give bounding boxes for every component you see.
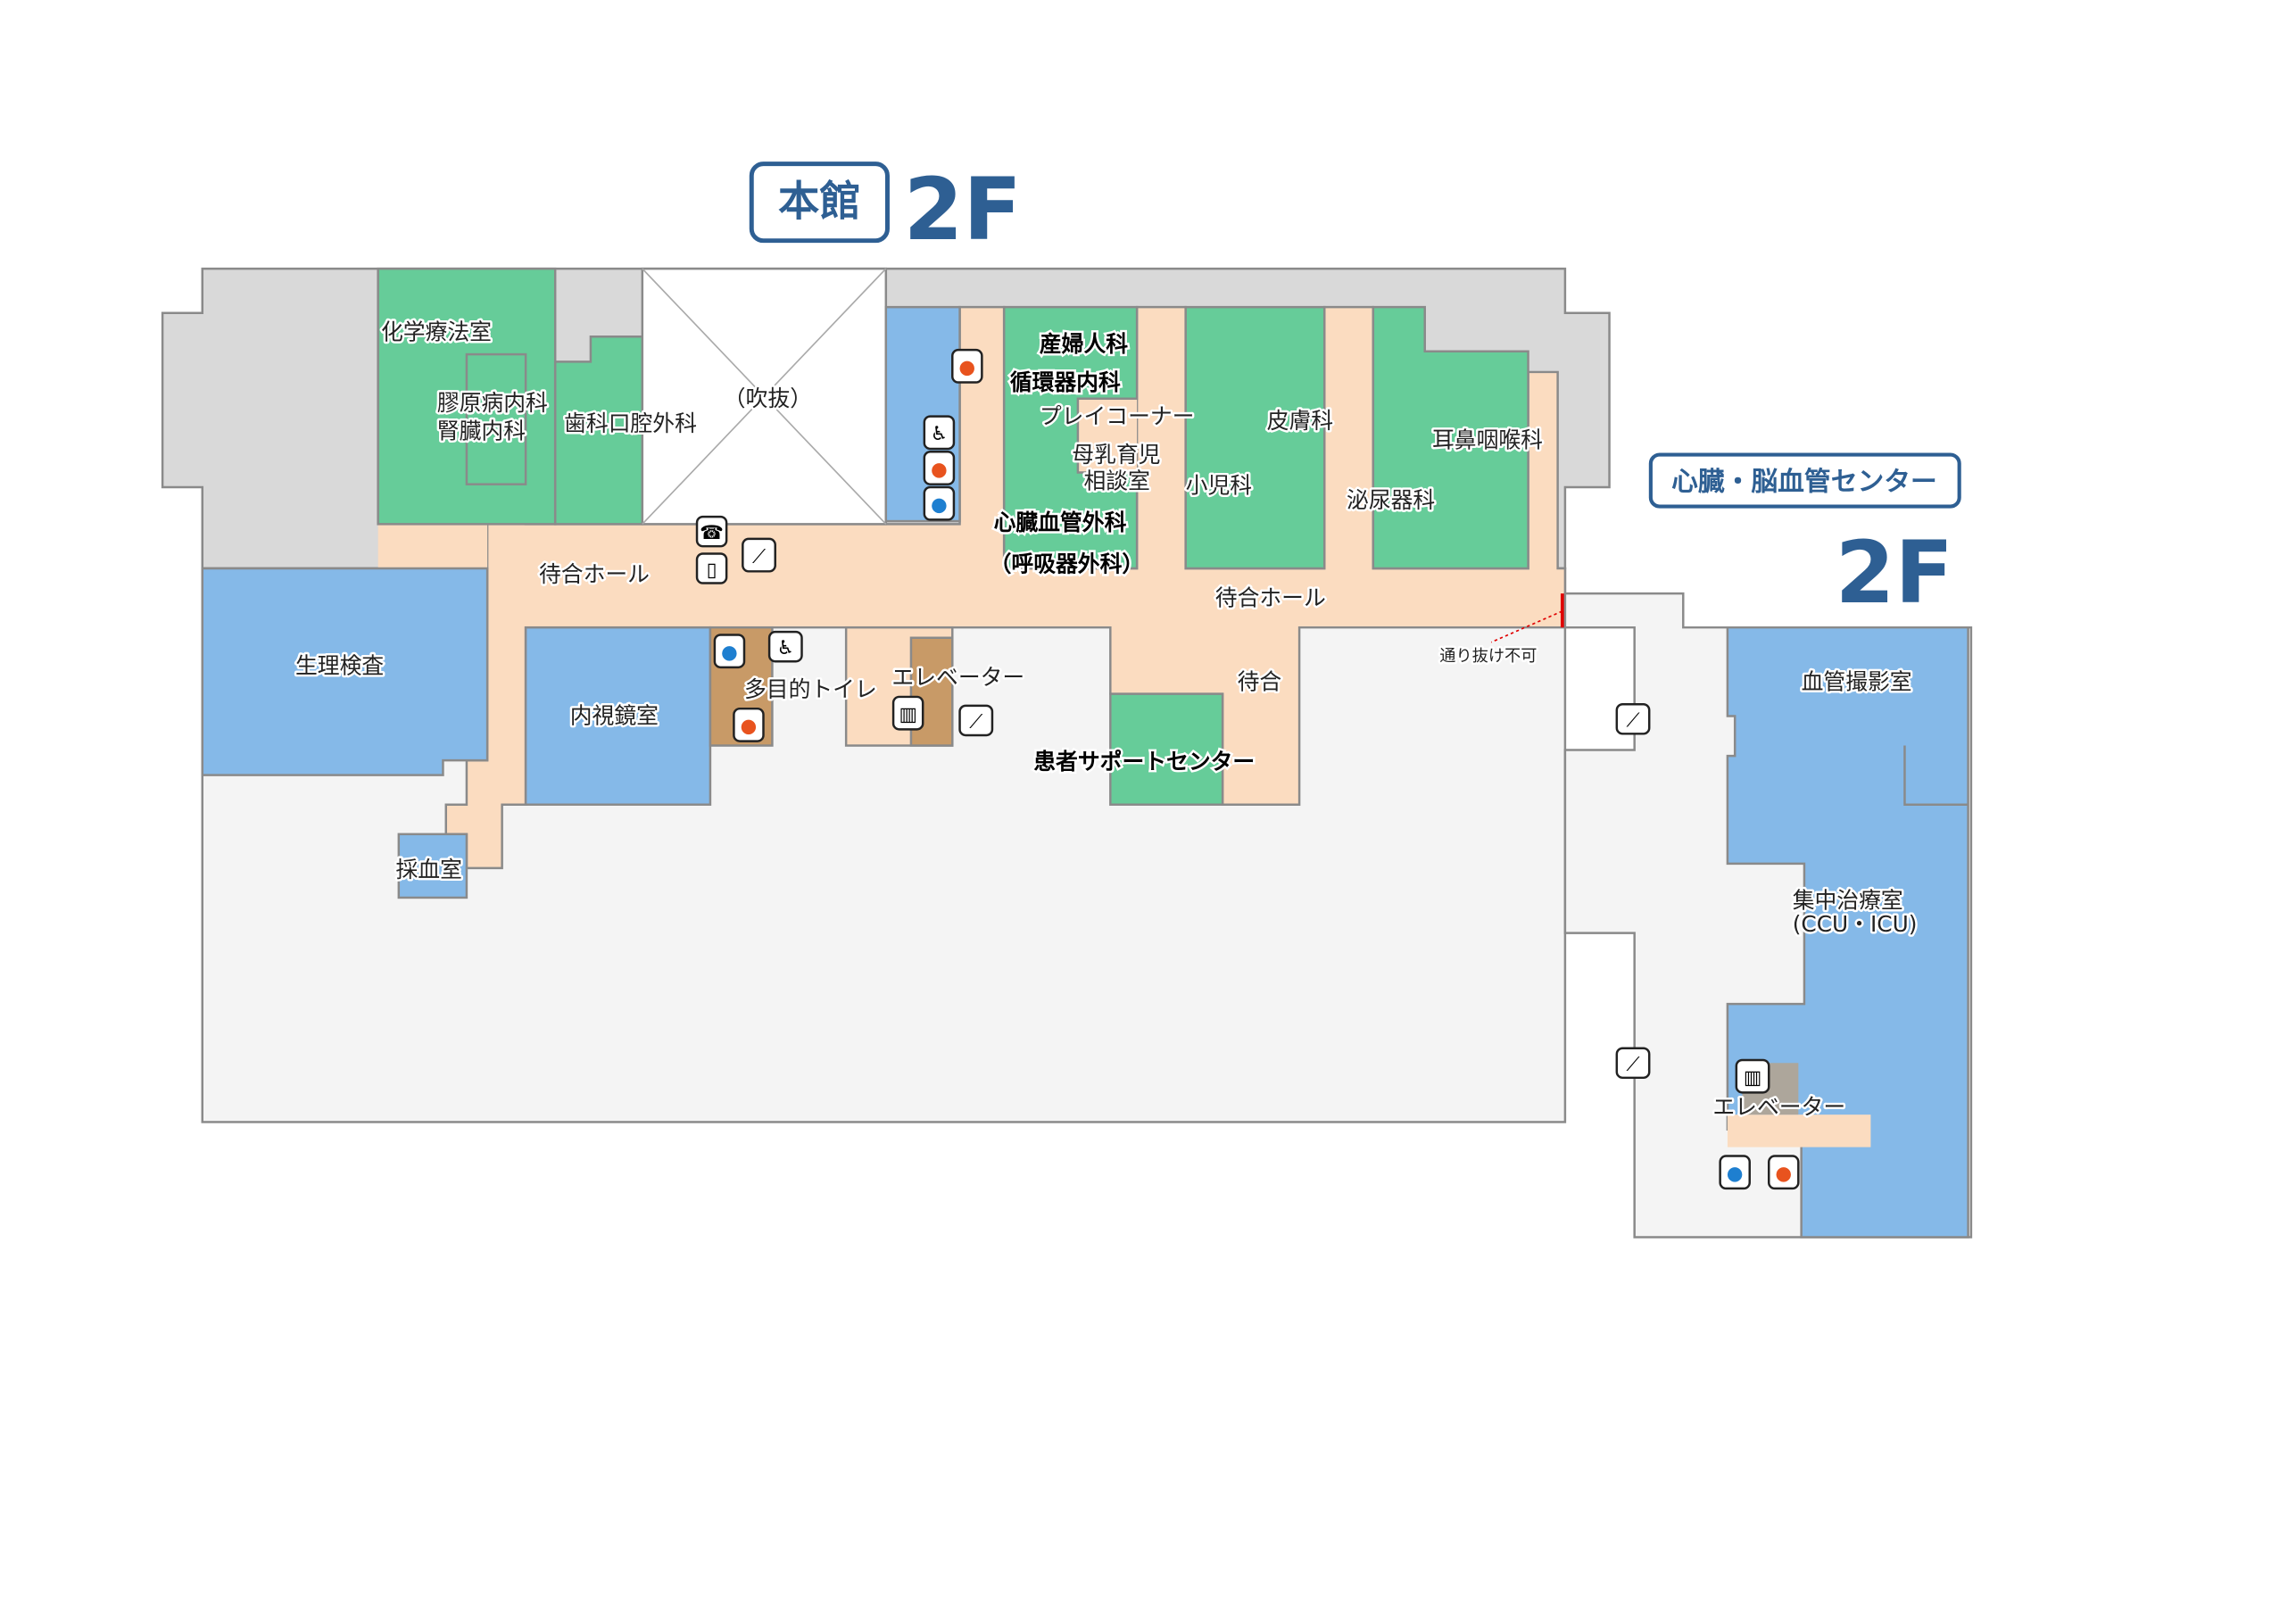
main-building-floor: 2F xyxy=(904,160,1022,260)
room-blood-draw[interactable] xyxy=(397,833,468,899)
room-obgyn-cardiology[interactable] xyxy=(1002,305,1139,570)
label-ent: 耳鼻咽喉科 xyxy=(1432,427,1543,452)
svg-text:⟋: ⟋ xyxy=(1626,709,1640,732)
annex-floor: 2F xyxy=(1836,523,1953,623)
room-patient-support[interactable] xyxy=(1109,692,1224,806)
label-urology: 泌尿器科 xyxy=(1347,487,1435,513)
female-toilet-icon: ● xyxy=(951,348,983,384)
svg-text:●: ● xyxy=(1727,1163,1744,1185)
label-waiting: 待合 xyxy=(1238,669,1282,695)
svg-text:●: ● xyxy=(931,459,948,481)
room-physiology[interactable] xyxy=(201,567,489,776)
svg-text:♿: ♿ xyxy=(777,637,794,659)
label-collagen: 膠原病内科 xyxy=(437,390,548,416)
svg-text:●: ● xyxy=(1775,1163,1792,1185)
room-pediatrics-dermatology[interactable] xyxy=(1184,305,1326,570)
label-resp-surgery: （呼吸器外科） xyxy=(990,551,1145,576)
stairs-icon: ⟋ xyxy=(1615,702,1651,735)
label-cardiology: 循環器内科 xyxy=(1010,369,1121,395)
room-endoscopy[interactable] xyxy=(524,626,712,806)
elevator-icon: ▥ xyxy=(891,695,924,731)
atm-icon: ▯ xyxy=(695,552,728,584)
toilet-area-north xyxy=(884,305,961,523)
main-building-name: 本館 xyxy=(778,178,861,226)
label-patient-support: 患者サポートセンター xyxy=(1033,749,1255,775)
main-building-title: 本館 2F xyxy=(749,160,1022,260)
wheelchair-icon: ♿ xyxy=(923,415,956,451)
svg-text:●: ● xyxy=(721,642,738,664)
label-chemo: 化学療法室 xyxy=(381,319,492,345)
stairs-icon: ⟋ xyxy=(1615,1047,1651,1080)
male-toilet-icon: ● xyxy=(713,634,746,669)
room-labels: 化学療法室 膠原病内科 腎臓内科 歯科口腔外科 （吹抜） 待合ホール 生理検査 … xyxy=(294,317,1919,1123)
svg-text:⟋: ⟋ xyxy=(969,711,983,733)
label-pediatrics: 小児科 xyxy=(1186,473,1252,499)
svg-text:▥: ▥ xyxy=(1744,1066,1761,1089)
male-toilet-icon: ● xyxy=(1719,1155,1751,1190)
svg-text:●: ● xyxy=(741,716,758,738)
multipurpose-wc-icon: ♿ xyxy=(767,630,803,663)
phone-icon: ☎ xyxy=(695,515,728,548)
svg-text:♿: ♿ xyxy=(931,423,948,445)
label-kidney: 腎臓内科 xyxy=(437,418,526,443)
label-icu-1: 集中治療室 xyxy=(1793,888,1903,914)
female-toilet-icon: ● xyxy=(733,707,765,742)
label-blood-draw: 採血室 xyxy=(396,857,462,882)
annex-title: 心臓・脳血管センター 2F xyxy=(1648,452,1961,623)
female-toilet-icon: ● xyxy=(1767,1155,1800,1190)
label-physiology: 生理検査 xyxy=(295,652,384,678)
room-collagen-kidney[interactable] xyxy=(465,352,527,485)
stairs-icon: ⟋ xyxy=(958,704,994,737)
main-building xyxy=(161,267,1611,1123)
label-angiography: 血管撮影室 xyxy=(1802,669,1912,695)
label-elevator-main: エレベーター xyxy=(891,665,1024,691)
annex-name: 心臓・脳血管センター xyxy=(1671,466,1937,497)
label-obgyn: 産婦人科 xyxy=(1040,331,1128,357)
room-urology-ent[interactable] xyxy=(1372,305,1529,570)
label-breastfeeding-1: 母乳育児 xyxy=(1072,442,1160,468)
label-no-passage: 通り抜け不可 xyxy=(1439,647,1537,666)
svg-text:▯: ▯ xyxy=(707,559,717,581)
label-multi-toilet: 多目的トイレ xyxy=(744,676,877,702)
label-dermatology: 皮膚科 xyxy=(1267,408,1333,434)
label-atrium: （吹抜） xyxy=(724,385,812,411)
label-breastfeeding-2: 相談室 xyxy=(1084,468,1150,494)
male-toilet-icon: ● xyxy=(923,485,956,521)
elevator-icon: ▥ xyxy=(1735,1058,1770,1094)
svg-text:⟋: ⟋ xyxy=(752,545,767,568)
facility-icons: ● ♿ ● ● ☎ ⟋ ▯ ● ♿ ● ▥ ⟋ ⟋ ⟋ ▥ ● ● xyxy=(695,348,1800,1190)
label-endoscopy: 内視鏡室 xyxy=(570,703,659,729)
label-elevator-annex: エレベーター xyxy=(1712,1094,1845,1120)
female-toilet-icon: ● xyxy=(923,451,956,485)
label-icu-2: (CCU・ICU) xyxy=(1793,911,1918,937)
label-cardio-surgery: 心臓血管外科 xyxy=(994,510,1127,535)
svg-text:▥: ▥ xyxy=(899,703,916,725)
label-waiting-hall-left: 待合ホール xyxy=(539,561,650,587)
escalator-icon: ⟋ xyxy=(742,537,776,573)
no-passage-pointer xyxy=(1490,610,1562,643)
label-play-corner: プレイコーナー xyxy=(1040,403,1195,429)
svg-text:●: ● xyxy=(931,493,948,516)
svg-text:●: ● xyxy=(958,357,975,379)
svg-text:⟋: ⟋ xyxy=(1626,1054,1640,1076)
annex-building xyxy=(1563,592,1973,1239)
label-dental: 歯科口腔外科 xyxy=(564,410,697,436)
svg-text:☎: ☎ xyxy=(700,522,724,544)
label-waiting-hall-right: 待合ホール xyxy=(1215,584,1326,610)
